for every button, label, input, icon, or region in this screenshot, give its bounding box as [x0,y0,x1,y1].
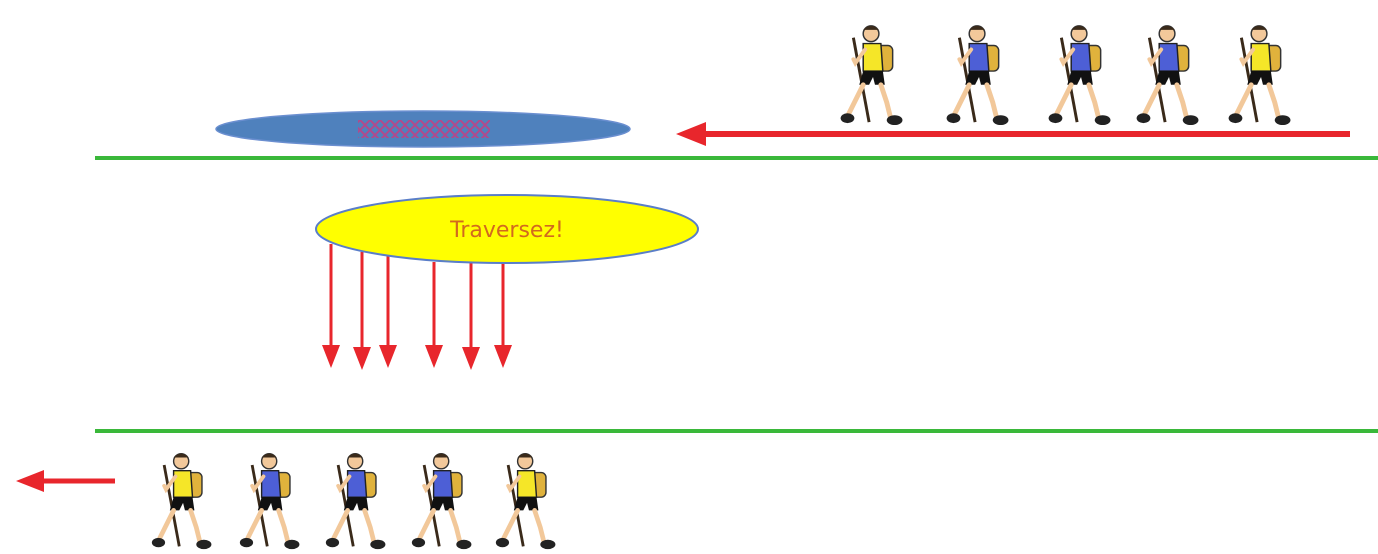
arrow-down-icon [494,262,512,368]
arrow-left-icon [16,470,115,492]
hiker-icon [1229,26,1291,125]
arrow-down-icon [379,256,397,368]
arrow-down-icon [462,262,480,370]
hiker-icon [1137,26,1199,125]
arrow-down-icon [425,262,443,368]
hiker-icon [1049,26,1111,125]
hiker-icon [152,454,212,549]
hiker-icon [240,454,300,549]
crossing-label-text: Traversez! [449,218,564,243]
arrow-down-icon [353,252,371,370]
arrow-left-icon [676,122,1350,146]
crossing-label: Traversez! [315,194,699,264]
hiker-icon [841,26,903,125]
hiker-icon [412,454,472,549]
obstacle [215,110,631,148]
crossing-arrows [322,244,512,370]
hikers-top-row [841,26,1291,125]
hikers-bottom-row [152,454,556,549]
hiker-icon [326,454,386,549]
arrow-down-icon [322,244,340,368]
hiker-icon [496,454,556,549]
hiker-icon [947,26,1009,125]
